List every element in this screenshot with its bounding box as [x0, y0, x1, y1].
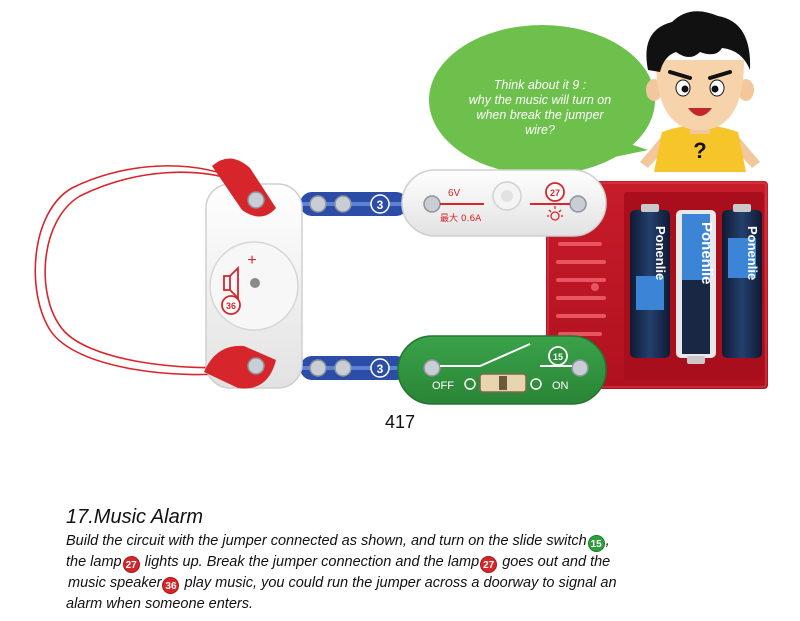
snap-wire-top-label: 3: [377, 198, 384, 212]
shirt-question-mark: ?: [693, 138, 706, 163]
switch-number: 15: [553, 352, 563, 362]
cartoon-boy-illustration: ?: [640, 11, 760, 172]
switch-off-label: OFF: [432, 380, 454, 392]
switch-part-badge: 15: [587, 535, 605, 552]
switch-on-label: ON: [552, 380, 569, 392]
lamp-part-badge: 27: [122, 556, 140, 573]
figure-number: 417: [384, 412, 416, 432]
slide-switch-module: OFF ON 15: [397, 335, 607, 405]
jumper-wire: [34, 165, 251, 376]
speaker-icon: [223, 265, 239, 301]
speaker-polarity: +: [247, 252, 256, 269]
experiment-description: Build the circuit with the jumper connec…: [66, 531, 766, 615]
lamp-voltage: 6V: [448, 188, 461, 199]
speech-line-4: wire?: [525, 123, 555, 137]
speech-line-3: when break the jumper: [476, 108, 604, 122]
jumper-clip-bottom: [204, 345, 276, 389]
battery-1: [630, 204, 670, 358]
speaker-module: + 36: [205, 183, 303, 389]
battery-2-brand: Ponenlie: [698, 222, 715, 285]
jumper-clip-top: [212, 158, 276, 217]
battery-3-brand: Ponenlie: [745, 226, 760, 280]
description-line-4: alarm when someone enters.: [66, 596, 253, 612]
lamp-part-badge: 27: [480, 556, 498, 573]
lamp-current: 最大 0.6A: [440, 212, 482, 224]
speaker-number: 36: [226, 301, 236, 311]
battery-3: [722, 204, 762, 358]
batteries: Ponenlie Ponenlie Ponenlie: [630, 204, 762, 364]
speaker-part-badge: 36: [162, 577, 180, 594]
speech-bubble: [429, 25, 655, 175]
speech-bubble-text: Think about it 9 : why the music will tu…: [452, 78, 628, 138]
lamp-bulb-icon: [547, 206, 563, 221]
snap-wire-bottom-label: 3: [377, 362, 384, 376]
battery-2: [676, 210, 716, 364]
description-line-1: Build the circuit with the jumper connec…: [66, 533, 610, 552]
experiment-title: 17.Music Alarm: [66, 506, 204, 528]
speech-line-2: why the music will turn on: [468, 93, 612, 107]
lamp-module: 6V 最大 0.6A 27: [401, 169, 607, 237]
snap-wire-bottom: 3: [300, 356, 408, 380]
speech-line-1: Think about it 9 :: [493, 78, 587, 92]
lamp-number: 27: [550, 188, 560, 198]
battery-1-brand: Ponenlie: [653, 226, 668, 280]
snap-wire-top: 3: [300, 192, 408, 216]
